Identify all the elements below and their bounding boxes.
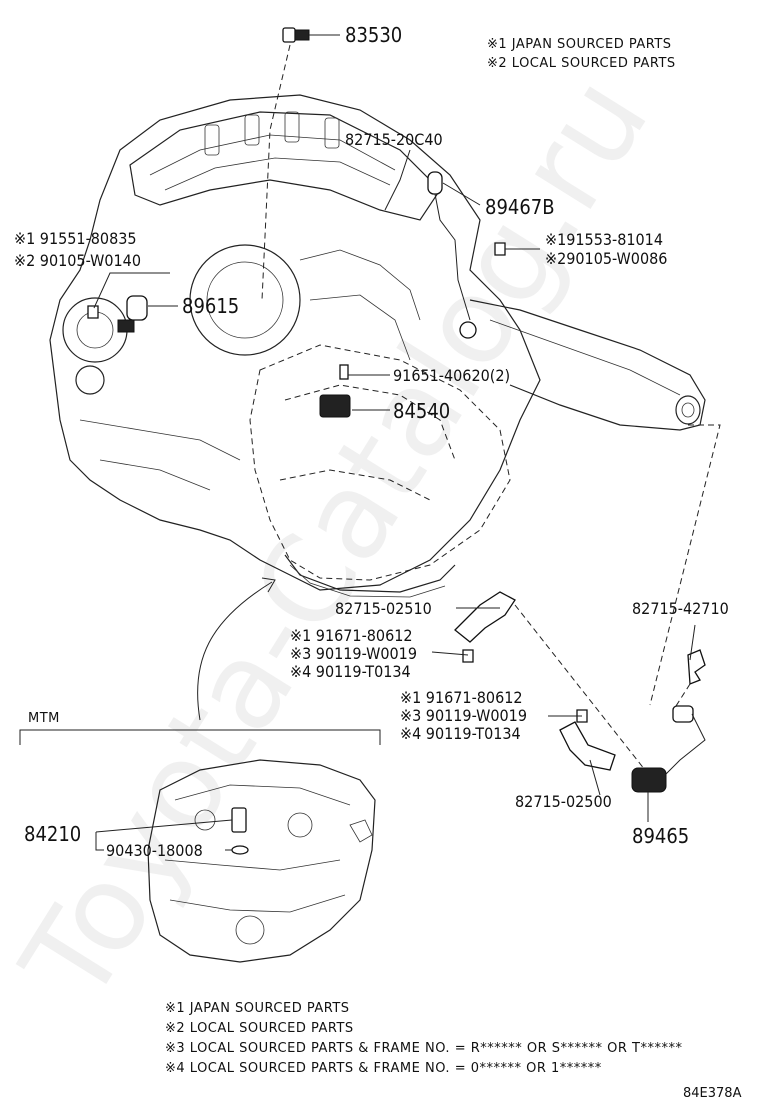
- label-91671-80612-b: ※1 91671-80612: [400, 688, 523, 707]
- label-90105-w0140: ※2 90105-W0140: [14, 251, 141, 270]
- part-82715-02500-glyph: [559, 721, 616, 771]
- label-91553-81014: ※191553-81014: [545, 230, 663, 249]
- leader-lines: [93, 34, 721, 851]
- label-90119-w0019-b: ※3 90119-W0019: [400, 706, 527, 725]
- figure-code: 84E378A: [683, 1086, 742, 1101]
- label-90119-w0019-a: ※3 90119-W0019: [290, 644, 417, 663]
- part-89615-glyph: [117, 295, 148, 333]
- label-91551-80835: ※1 91551-80835: [14, 229, 137, 248]
- transmission-mtm-drawing: [147, 759, 376, 963]
- mtm-section-bracket: [19, 729, 381, 745]
- part-89465-glyph: [631, 705, 706, 793]
- bottom-note-2: ※2 LOCAL SOURCED PARTS: [165, 1021, 354, 1036]
- label-89615: 89615: [182, 294, 239, 318]
- label-90119-t0134-a: ※4 90119-T0134: [290, 662, 411, 681]
- label-82715-20c40: 82715-20C40: [345, 130, 443, 149]
- label-82715-02510: 82715-02510: [335, 599, 432, 618]
- label-83530: 83530: [345, 23, 402, 47]
- label-84210: 84210: [24, 822, 81, 846]
- label-89465: 89465: [632, 824, 689, 848]
- label-90119-t0134-b: ※4 90119-T0134: [400, 724, 521, 743]
- label-84540: 84540: [393, 399, 450, 423]
- part-83530-glyph: [282, 27, 310, 43]
- part-84210-glyph: [231, 807, 249, 855]
- label-89467b: 89467B: [485, 195, 555, 219]
- mtm-location-arrow: [197, 581, 273, 721]
- bottom-note-4: ※4 LOCAL SOURCED PARTS & FRAME NO. = 0**…: [165, 1061, 602, 1076]
- bottom-note-3: ※3 LOCAL SOURCED PARTS & FRAME NO. = R**…: [165, 1041, 683, 1056]
- top-note-2: ※2 LOCAL SOURCED PARTS: [487, 56, 676, 71]
- bottom-note-1: ※1 JAPAN SOURCED PARTS: [165, 1001, 350, 1016]
- watermark: Toyota-Catalog.ru: [0, 54, 676, 1027]
- top-note-1: ※1 JAPAN SOURCED PARTS: [487, 37, 672, 52]
- label-91671-80612-a: ※1 91671-80612: [290, 626, 413, 645]
- label-91651-40620: 91651-40620(2): [393, 366, 510, 385]
- part-89467b-glyph: [427, 171, 477, 339]
- part-82715-02510-glyph: [454, 591, 516, 643]
- part-84540-glyph: [319, 364, 351, 418]
- section-label-mtm: MTM: [28, 711, 60, 726]
- label-90105-w0086: ※290105-W0086: [545, 249, 667, 268]
- label-90430-18008: 90430-18008: [106, 841, 203, 860]
- label-82715-02500: 82715-02500: [515, 792, 612, 811]
- label-82715-42710: 82715-42710: [632, 599, 729, 618]
